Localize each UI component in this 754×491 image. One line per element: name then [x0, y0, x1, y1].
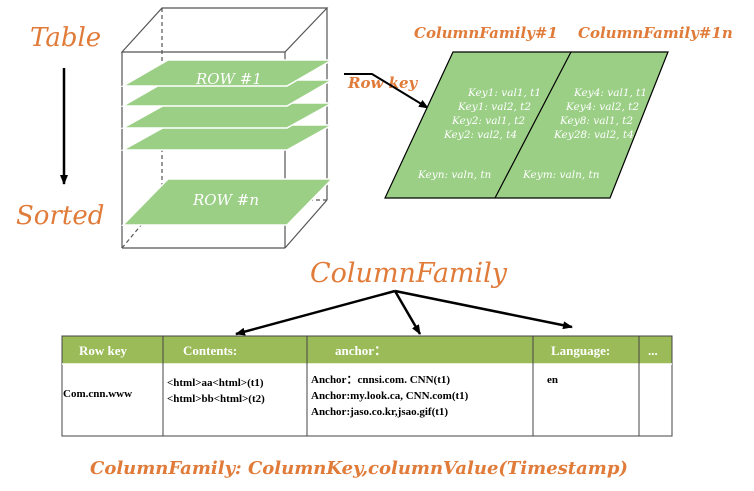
column-family-table: Row key Contents: anchor： Language: ... … — [61, 335, 673, 437]
cell-anchor-2: Anchor:my.look.ca, CNN.com(t1) — [311, 390, 469, 402]
left-panel-entry: Keyn: valn, tn — [417, 169, 492, 181]
footer-caption: ColumnFamily: ColumnKey,columnValue(Time… — [90, 458, 628, 479]
table-header-bg — [62, 336, 672, 364]
left-panel-entry: Key2: val2, t4 — [443, 129, 517, 141]
column-family-panel-bg — [384, 51, 669, 199]
column-family-panel — [384, 51, 669, 199]
cell-anchor-1: Anchor：cnnsi.com. CNN(t1) — [311, 374, 450, 386]
sorted-label: Sorted — [16, 201, 104, 231]
cf1-label: ColumnFamily#1 — [414, 24, 558, 42]
row-key-label: Row key — [347, 74, 419, 92]
column-family-panel-divider — [494, 51, 572, 199]
cube-top-face — [120, 7, 329, 53]
cf1n-label: ColumnFamily#1n — [578, 24, 733, 42]
column-family-title: ColumnFamily — [310, 258, 508, 289]
right-panel-entry: Key8: val1, t2 — [559, 115, 633, 127]
header-language: Language: — [551, 343, 610, 358]
cell-anchor-3: Anchor:jaso.co.kr,jsao.gif(t1) — [311, 406, 448, 418]
row-slab-4 — [120, 124, 335, 151]
row-key-arrow — [344, 73, 429, 109]
cell-language: en — [547, 374, 558, 386]
header-anchor: anchor： — [335, 343, 387, 358]
row-slab-1 — [120, 59, 335, 87]
left-panel-entry: Key1: val2, t2 — [457, 101, 531, 113]
left-panel-entries: Key1: val1, t1 Key1: val2, t2 Key2: val1, … — [417, 87, 541, 181]
arrow-to-anchor — [393, 290, 422, 335]
header-row-key: Row key — [79, 343, 128, 358]
right-panel-entry: Keym: valn, tn — [522, 169, 600, 181]
arrow-to-contents — [235, 289, 396, 336]
right-panel-entry: Key4: val1, t1 — [573, 87, 647, 99]
header-more: ... — [648, 343, 658, 358]
cube-edge-bottom-right — [284, 199, 328, 249]
cell-contents-2: <html>bb<html>(t2) — [167, 393, 265, 405]
right-panel-entry: Key4: val2, t2 — [565, 101, 639, 113]
row-n-label: ROW #n — [192, 191, 259, 209]
column-family-arrows — [235, 289, 573, 336]
right-panel-entry: Key28: val2, t4 — [553, 129, 634, 141]
left-panel-entry: Key2: val1, t2 — [451, 115, 525, 127]
header-contents: Contents: — [183, 343, 237, 358]
row-first-label: ROW #1 — [195, 70, 262, 88]
row-slabs — [120, 59, 335, 226]
right-panel-entries: Key4: val1, t1 Key4: val2, t2 Key8: val1, … — [522, 87, 647, 181]
table-border — [61, 335, 673, 437]
row-slab-3 — [120, 102, 335, 129]
arrow-to-language — [394, 289, 573, 330]
table-label: Table — [30, 23, 101, 53]
cell-contents-1: <html>aa<html>(t1) — [167, 377, 264, 389]
row-slab-n — [121, 178, 334, 226]
cell-row-key: Com.cnn.www — [63, 388, 132, 400]
left-panel-entry: Key1: val1, t1 — [467, 87, 541, 99]
